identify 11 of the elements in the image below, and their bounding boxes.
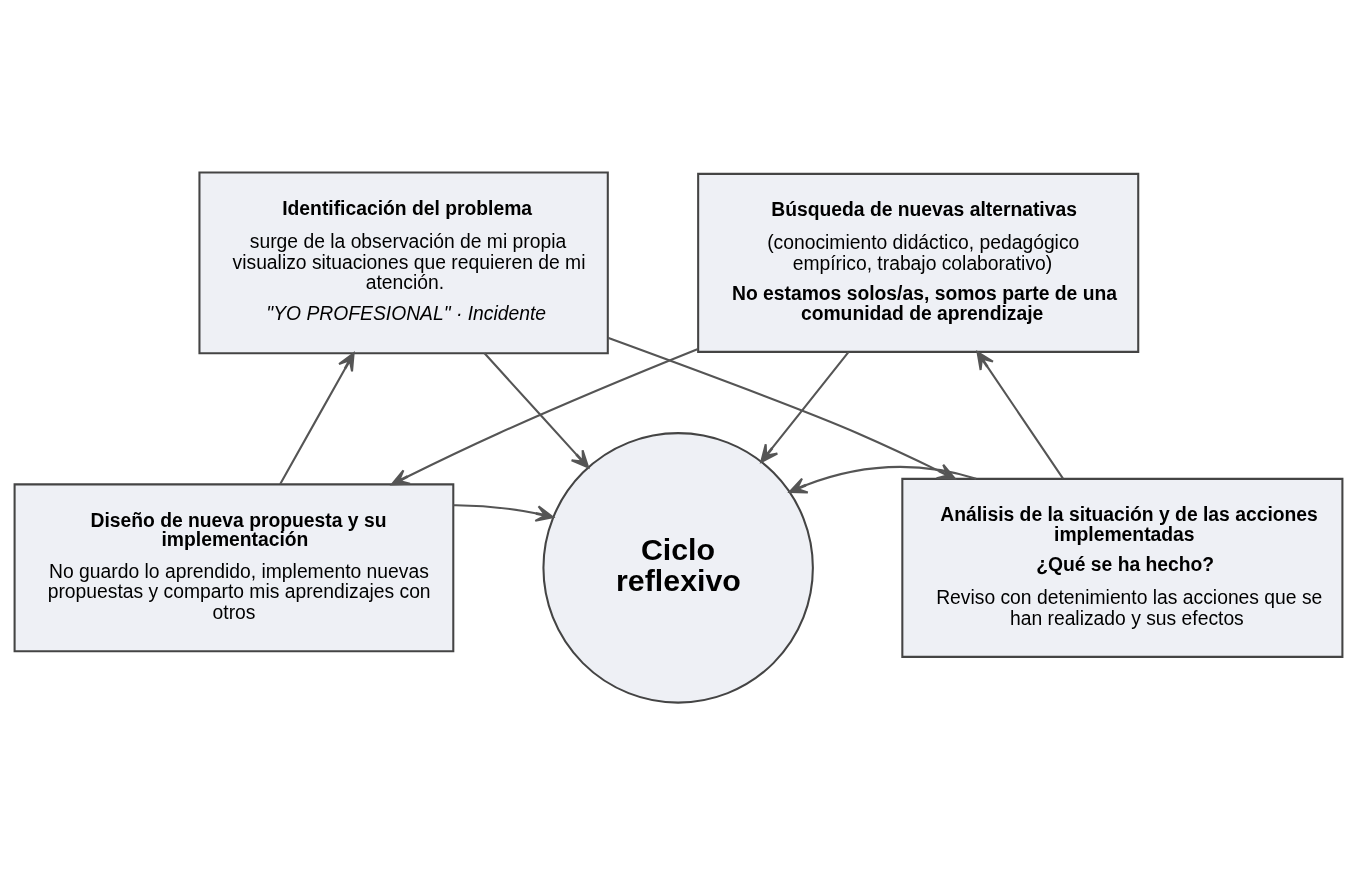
arrow [760, 351, 850, 463]
arrow [390, 348, 699, 486]
node-box: Identificación del problema surge de la observación de mi propia visualizo situaciones que requieren de mi atención. "YO PROFESIONAL" · Incidente [198, 171, 609, 355]
arrow [279, 352, 355, 485]
node-box: Diseño de nueva propuesta y su implementación No guardo lo aprendido, implemento nuevas propuestas y comparto mis aprendizajes con otros [13, 483, 455, 653]
node-circle: Ciclo reflexivo [542, 432, 814, 704]
arrow [453, 504, 555, 522]
arrow [483, 352, 590, 469]
arrow [976, 351, 1064, 479]
node-box: Análisis de la situación y de las acciones implementadas ¿Qué se ha hecho? Reviso con detenimiento las acciones que se han realizado y sus efectos [901, 477, 1344, 658]
node-box: Búsqueda de nuevas alternativas (conocimiento didáctico, pedagógico empírico, trabajo colaborativo) No estamos solos/as, somos parte de una comunidad de aprendizaje [697, 172, 1140, 353]
